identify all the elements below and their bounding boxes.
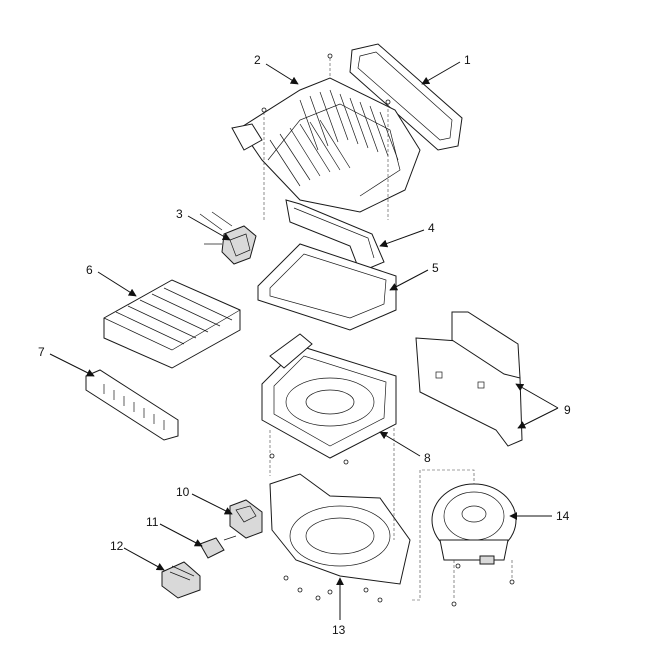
part-8-blower-case bbox=[261, 333, 397, 459]
callout-14: 14 bbox=[556, 509, 570, 523]
part-5-filter-tray bbox=[257, 243, 397, 331]
callout-8: 8 bbox=[424, 451, 431, 465]
part-13-lower-case bbox=[269, 473, 411, 585]
callout-9: 9 bbox=[564, 403, 571, 417]
callout-4: 4 bbox=[428, 221, 435, 235]
callout-1: 1 bbox=[464, 53, 471, 67]
part-7-filter-grille bbox=[85, 369, 179, 441]
leader-lines bbox=[49, 61, 559, 620]
callout-12: 12 bbox=[110, 539, 124, 553]
callout-10: 10 bbox=[176, 485, 190, 499]
part-14-blower-motor bbox=[431, 483, 517, 565]
assembly-guides bbox=[263, 58, 513, 601]
part-4-duct-frame bbox=[285, 199, 385, 273]
part-11-connector bbox=[199, 535, 237, 559]
callout-7: 7 bbox=[38, 345, 45, 359]
part-2-intake-housing bbox=[231, 77, 421, 213]
callout-6: 6 bbox=[86, 263, 93, 277]
part-6-air-filter bbox=[103, 279, 241, 369]
callout-11: 11 bbox=[146, 515, 159, 529]
callout-13: 13 bbox=[332, 623, 346, 637]
part-3-actuator bbox=[199, 211, 257, 265]
part-1-gasket bbox=[349, 43, 463, 151]
callout-3: 3 bbox=[176, 207, 183, 221]
part-12-resistor bbox=[161, 561, 201, 599]
screws bbox=[261, 53, 515, 607]
callout-2: 2 bbox=[254, 53, 261, 67]
callout-labels: 1 2 3 4 5 6 7 8 9 10 11 12 13 14 bbox=[38, 53, 571, 637]
part-9-side-covers bbox=[415, 311, 523, 447]
callout-5: 5 bbox=[432, 261, 439, 275]
part-10-module bbox=[229, 499, 263, 539]
